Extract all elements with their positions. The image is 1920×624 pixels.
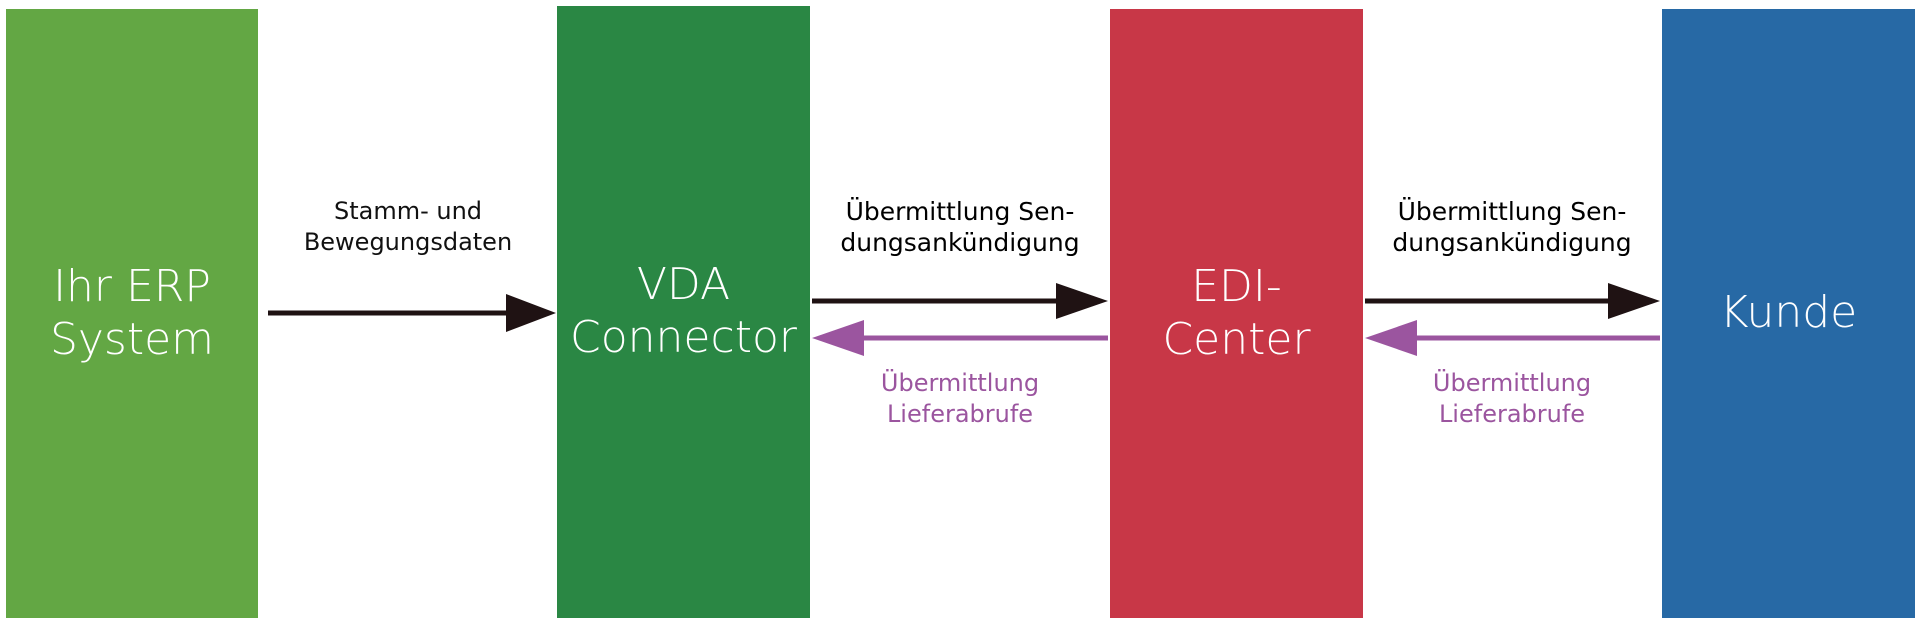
edi-to-vda-label: Übermittlung Lieferabrufe bbox=[815, 368, 1105, 430]
arrow-edi-to-vda bbox=[812, 320, 1108, 356]
vda-to-edi-label: Übermittlung Sen- dungsankündigung bbox=[815, 196, 1105, 258]
erp-system-label-line1: Ihr ERP bbox=[53, 260, 211, 312]
erp-to-vda-label-line1: Stamm- und bbox=[333, 197, 483, 225]
vda-connector-label-line1: VDA bbox=[636, 259, 731, 311]
edi-to-vda-label-line2: Lieferabrufe bbox=[886, 400, 1034, 428]
edi-to-kunde-label-line2: dungsankündigung bbox=[1392, 228, 1632, 257]
erp-system-label-line2: System bbox=[49, 313, 215, 365]
erp-system-box: Ihr ERP System bbox=[6, 9, 258, 618]
edi-to-kunde-label-line1: Übermittlung Sen- bbox=[1397, 197, 1627, 226]
kunde-to-edi-label-line2: Lieferabrufe bbox=[1438, 400, 1586, 428]
edi-center-label-line2: Center bbox=[1162, 313, 1311, 365]
erp-to-vda-label-line2: Bewegungsdaten bbox=[303, 228, 513, 256]
arrow-edi-to-kunde bbox=[1365, 283, 1660, 319]
arrow-erp-to-vda bbox=[268, 294, 556, 332]
edi-to-kunde-label: Übermittlung Sen- dungsankündigung bbox=[1367, 196, 1657, 258]
vda-to-edi-label-line2: dungsankündigung bbox=[840, 228, 1080, 257]
kunde-to-edi-label: Übermittlung Lieferabrufe bbox=[1367, 368, 1657, 430]
vda-connector-box: VDA Connector bbox=[557, 6, 810, 618]
kunde-label: Kunde bbox=[1719, 287, 1858, 339]
edi-to-vda-label-line1: Übermittlung bbox=[880, 369, 1040, 397]
edi-center-box: EDI- Center bbox=[1110, 9, 1363, 618]
vda-connector-label-line2: Connector bbox=[570, 312, 797, 363]
kunde-box: Kunde bbox=[1662, 9, 1915, 618]
edi-center-label-line1: EDI- bbox=[1191, 260, 1282, 312]
erp-to-vda-label: Stamm- und Bewegungsdaten bbox=[283, 196, 533, 258]
arrow-kunde-to-edi bbox=[1365, 320, 1660, 356]
kunde-to-edi-label-line1: Übermittlung bbox=[1432, 369, 1592, 397]
vda-to-edi-label-line1: Übermittlung Sen- bbox=[845, 197, 1075, 226]
arrow-vda-to-edi bbox=[812, 283, 1108, 319]
